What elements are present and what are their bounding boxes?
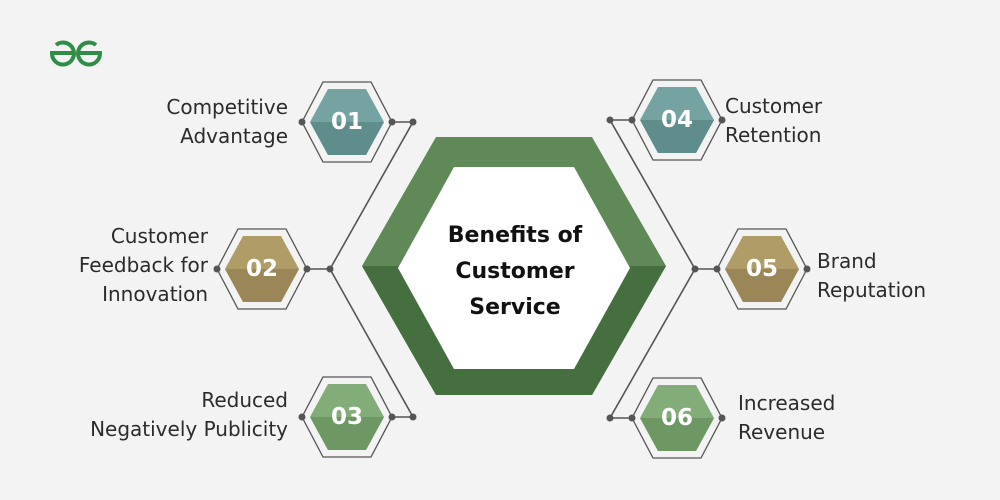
connector-dot [606,116,614,124]
center-title-line: Benefits of [447,223,583,248]
connector-dot [713,265,721,273]
label-line: Competitive [166,95,288,119]
item-number-03: 03 [330,404,363,430]
connector-dot [326,265,334,273]
connector-dot [388,118,396,126]
connector-dot [298,118,306,126]
item-hex-fill-bottom [225,269,299,302]
connector-dot [213,265,221,273]
item-number-05: 05 [745,256,778,282]
item-label-01: Competitive Advantage [166,93,288,151]
label-line: Feedback for [78,253,208,277]
label-line: Brand [817,249,877,273]
gfg-logo [48,38,104,72]
label-line: Customer [725,94,823,118]
item-hex-fill-bottom [725,269,799,302]
center-title-line: Service [469,295,561,320]
label-line: Reduced [201,388,288,412]
connector-dot [409,118,417,126]
item-number-06: 06 [660,405,693,431]
connector-dot [606,414,614,422]
center-title: Benefits of Customer Service [420,218,610,326]
item-number-04: 04 [660,107,693,133]
item-label-04: Customer Retention [725,92,822,150]
item-hex-fill-bottom [640,120,714,153]
center-hex-inner [398,167,630,369]
label-line: Innovation [102,282,208,306]
label-line: Customer [110,224,208,248]
item-label-03: Reduced Negatively Publicity [90,386,288,444]
item-label-05: Brand Reputation [817,247,926,305]
connector-dot [628,116,636,124]
connector-dot [298,413,306,421]
item-number-01: 01 [330,109,363,135]
connector-dot [628,414,636,422]
connector-dot [388,413,396,421]
label-line: Revenue [738,420,826,444]
item-hex-fill-bottom [310,122,384,155]
connector-dot [718,116,726,124]
center-title-line: Customer [455,259,575,284]
label-line: Retention [725,123,822,147]
item-number-02: 02 [245,256,278,282]
connector-dot [691,265,699,273]
item-label-02: Customer Feedback for Innovation [79,222,208,309]
connector-dot [409,413,417,421]
item-label-06: Increased Revenue [738,389,835,447]
item-hex-fill-bottom [640,418,714,451]
connector-dot [303,265,311,273]
item-hex-fill-bottom [310,417,384,450]
label-line: Reputation [817,278,927,302]
connector-dot [718,414,726,422]
label-line: Negatively Publicity [90,417,288,441]
label-line: Advantage [180,124,288,148]
label-line: Increased [738,391,836,415]
connector-dot [803,265,811,273]
